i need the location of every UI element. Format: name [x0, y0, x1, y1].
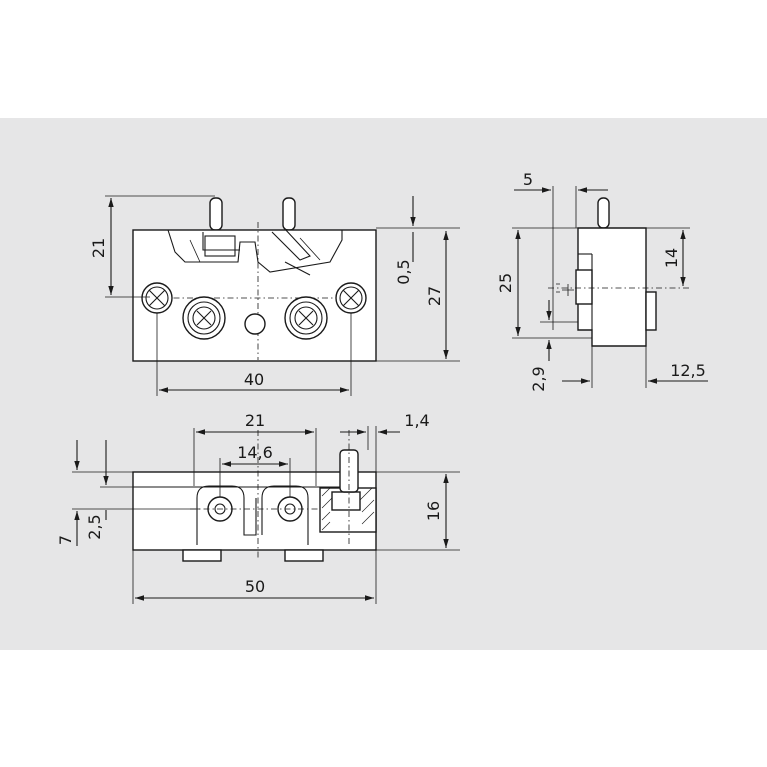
dim-top-2-5: 2,5 [85, 514, 104, 539]
dim-top-21: 21 [245, 411, 265, 430]
dim-top-50: 50 [245, 577, 265, 596]
dim-top-14-6: 14,6 [237, 443, 273, 462]
screw-right-icon [335, 282, 367, 314]
dim-front-21: 21 [89, 238, 108, 258]
centre-hole [244, 313, 266, 335]
dim-front-27: 27 [425, 286, 444, 306]
dim-side-12-5: 12,5 [670, 361, 706, 380]
dim-top-7: 7 [56, 535, 75, 545]
dim-side-25: 25 [496, 273, 515, 293]
drawing-panel [0, 118, 767, 650]
front-view: 21 0,5 27 40 [89, 195, 460, 396]
side-view: 5 25 14 2,9 12,5 [496, 170, 708, 392]
dim-side-14: 14 [662, 248, 681, 268]
dim-top-16: 16 [424, 501, 443, 521]
terminal-screw-right-icon [284, 296, 328, 340]
screw-left-icon [141, 282, 173, 314]
dim-front-40: 40 [244, 370, 264, 389]
top-view: 21 14,6 1,4 7 2,5 [56, 411, 460, 604]
terminal-screw-left-icon [182, 296, 226, 340]
dim-front-0-5: 0,5 [394, 259, 413, 284]
dim-side-5: 5 [523, 170, 533, 189]
dim-top-1-4: 1,4 [404, 411, 429, 430]
dim-side-2-9: 2,9 [529, 366, 548, 391]
